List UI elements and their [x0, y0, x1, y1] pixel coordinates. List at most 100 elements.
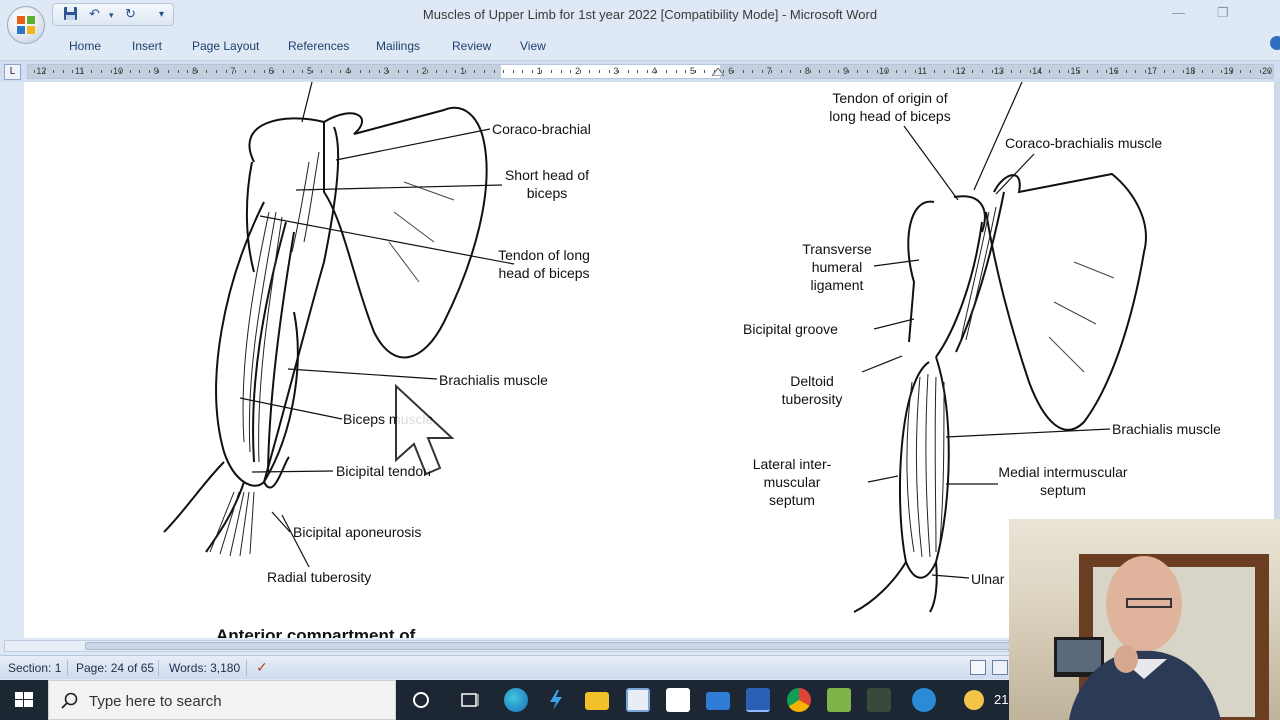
weather-icon[interactable]: [964, 690, 984, 710]
ruler-tick: [120, 70, 122, 73]
ruler-tick: [637, 70, 639, 73]
ruler-tick: [924, 70, 926, 73]
ruler-tick: [407, 70, 409, 73]
ruler-tick: [1125, 70, 1127, 73]
tab-view[interactable]: View: [520, 39, 546, 53]
ruler-tick: [1183, 70, 1184, 73]
ruler-tick: [1192, 70, 1194, 73]
label-bicipital-aponeurosis: Bicipital aponeurosis: [293, 524, 422, 540]
ruler-tick: [1230, 70, 1232, 73]
amazon-icon[interactable]: [666, 688, 690, 712]
undo-dropdown-icon[interactable]: ▾: [109, 10, 114, 20]
ruler-number: 5: [306, 66, 312, 76]
print-layout-view-icon[interactable]: [970, 660, 986, 675]
mail-icon[interactable]: [706, 692, 730, 710]
ruler-number: 19: [1223, 66, 1234, 76]
tab-review[interactable]: Review: [452, 39, 492, 53]
proofing-icon[interactable]: ✓: [256, 659, 268, 675]
ruler-tick: [838, 70, 840, 73]
status-page[interactable]: Page: 24 of 65: [76, 661, 155, 675]
tab-selector[interactable]: L: [4, 64, 21, 80]
ruler-tick: [139, 70, 141, 73]
ruler-tick: [340, 70, 342, 73]
cortana-icon[interactable]: [409, 688, 433, 712]
ruler-tick: [158, 70, 160, 73]
label-tendon-long-1: Tendon of long: [498, 247, 590, 263]
ruler-number: 18: [1185, 66, 1196, 76]
ruler-number: 6: [728, 66, 734, 76]
scroll-thumb[interactable]: [85, 642, 1010, 650]
tab-references[interactable]: References: [288, 39, 350, 53]
bolt-app-icon[interactable]: [544, 688, 568, 712]
search-icon: [61, 692, 78, 709]
ruler-number: 15: [1070, 66, 1081, 76]
tab-page-layout[interactable]: Page Layout: [192, 39, 260, 53]
help-icon[interactable]: [1270, 36, 1280, 50]
ruler-tick: [905, 70, 907, 73]
ruler-tick: [81, 70, 83, 73]
undo-icon[interactable]: ↶: [89, 6, 100, 21]
full-screen-reading-icon[interactable]: [992, 660, 1008, 675]
ruler-number: 8: [192, 66, 198, 76]
ruler-tick: [1202, 70, 1204, 73]
document-page[interactable]: Coraco-brachial Short head of biceps Ten…: [24, 82, 1274, 638]
store-icon[interactable]: [626, 688, 650, 712]
start-button[interactable]: [0, 680, 48, 720]
ruler-number: 4: [651, 66, 657, 76]
tab-mailings[interactable]: Mailings: [376, 39, 421, 53]
ruler-number: 12: [36, 66, 47, 76]
save-icon[interactable]: [63, 6, 78, 24]
word-icon[interactable]: [746, 688, 770, 712]
ruler-tick: [618, 70, 620, 73]
ruler-tick: [895, 70, 897, 73]
ruler-tick: [1096, 70, 1098, 73]
help-app-icon[interactable]: [912, 688, 936, 712]
office-button[interactable]: [7, 6, 45, 44]
status-words[interactable]: Words: 3,180: [169, 661, 241, 675]
task-view-icon[interactable]: [457, 688, 481, 712]
media-app-icon[interactable]: [867, 688, 891, 712]
edge-icon[interactable]: [504, 688, 528, 712]
minimize-icon[interactable]: —: [1172, 5, 1185, 20]
ruler-tick: [809, 70, 811, 73]
ruler-tick: [417, 70, 418, 73]
ruler-tick: [704, 70, 706, 73]
ruler-tick: [857, 70, 859, 73]
redo-icon[interactable]: ↻: [125, 6, 136, 21]
customize-toolbar-icon[interactable]: ▾: [159, 9, 165, 20]
ruler-tick: [168, 70, 170, 73]
ruler-number: 20: [1261, 66, 1272, 76]
ruler-tick: [1259, 70, 1261, 73]
ruler-tick: [235, 70, 237, 73]
ruler-tick: [254, 70, 256, 73]
ruler-tick: [819, 70, 821, 73]
ruler-tick: [34, 70, 35, 73]
ruler-number: 11: [917, 66, 927, 76]
right-indent-marker-icon[interactable]: [712, 68, 724, 76]
ruler-number: 6: [268, 66, 274, 76]
ruler-number: 7: [766, 66, 772, 76]
vertical-scrollbar[interactable]: [1274, 82, 1280, 638]
ruler-tick: [215, 70, 217, 73]
ruler-tick: [771, 70, 773, 73]
ruler-tick: [129, 70, 131, 73]
ruler-tick: [1154, 70, 1156, 73]
ruler-tick: [474, 70, 476, 73]
chrome-icon[interactable]: [787, 688, 811, 712]
horizontal-scrollbar[interactable]: [0, 638, 1280, 655]
ribbon-tabs: Home Insert Page Layout References Maili…: [0, 30, 1280, 60]
title-bar: ↶ ▾ ↻ ▾ Muscles of Upper Limb for 1st ye…: [0, 0, 1280, 30]
ruler-tick: [675, 70, 677, 73]
tab-insert[interactable]: Insert: [132, 39, 163, 53]
restore-icon[interactable]: ❐: [1217, 5, 1229, 20]
file-explorer-icon[interactable]: [585, 692, 609, 710]
ruler-tick: [321, 70, 323, 73]
ruler-number: 12: [955, 66, 966, 76]
notes-app-icon[interactable]: [827, 688, 851, 712]
label-lateral-1: Lateral inter-: [752, 456, 832, 472]
tab-home[interactable]: Home: [69, 39, 102, 53]
taskbar-search-box[interactable]: Type here to search: [48, 680, 396, 720]
status-section[interactable]: Section: 1: [8, 661, 62, 675]
ruler-tick: [972, 70, 974, 73]
